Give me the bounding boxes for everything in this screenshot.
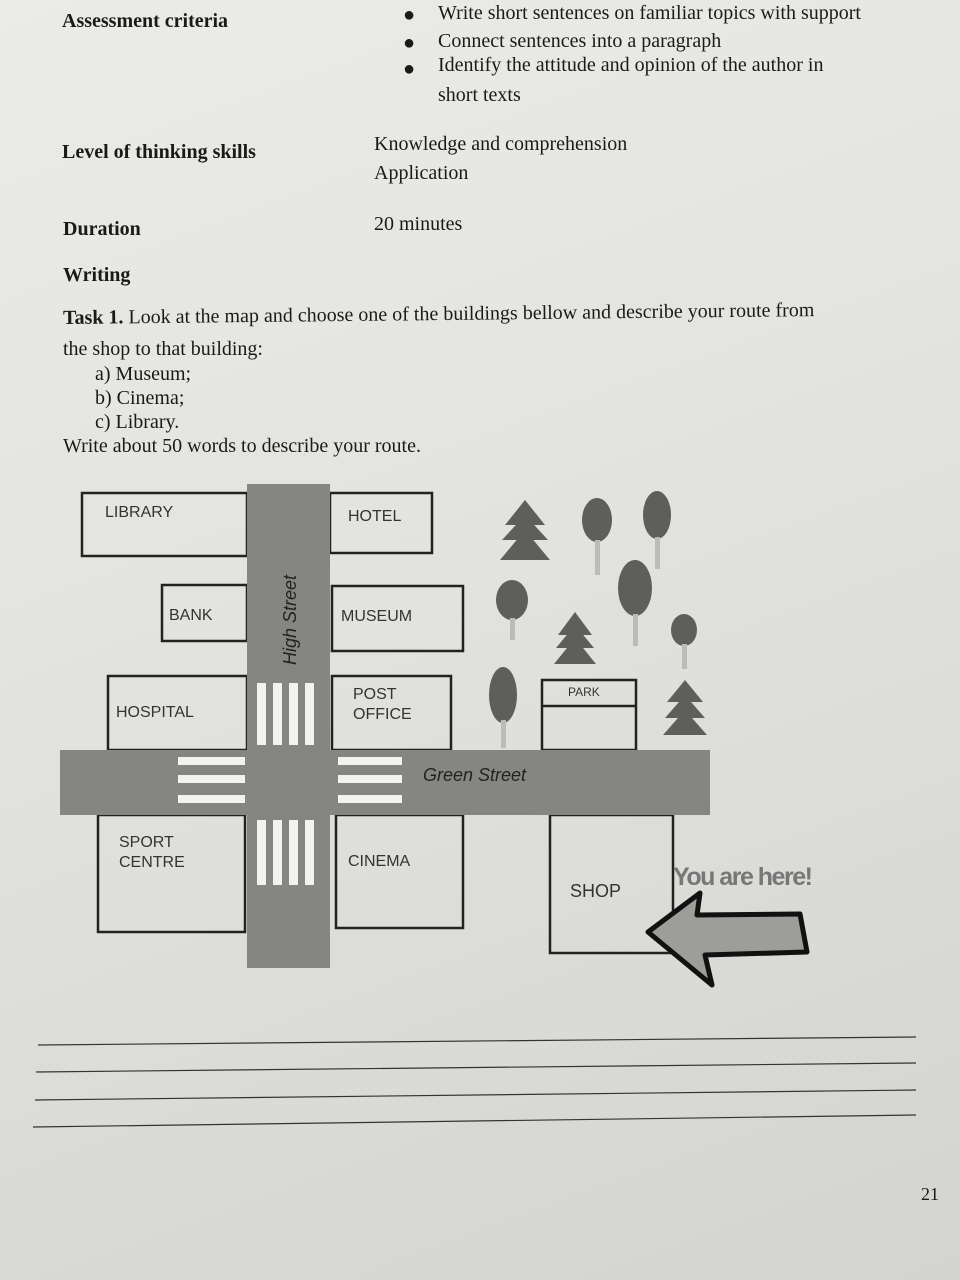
label-cinema: CINEMA xyxy=(348,853,411,870)
assessment-label: Assessment criteria xyxy=(62,10,229,32)
task-body-2: the shop to that building: xyxy=(63,338,263,360)
option: c) Library. xyxy=(95,411,180,433)
criteria-item: Write short sentences on familiar topics… xyxy=(438,2,861,24)
option: b) Cinema; xyxy=(95,387,185,409)
label-library: LIBRARY xyxy=(105,504,174,521)
bullet: ● xyxy=(403,58,416,80)
pine-tree-icon xyxy=(667,680,703,702)
tree-icon xyxy=(496,580,528,620)
tree-icon xyxy=(489,667,517,723)
instruction: Write about 50 words to describe your ro… xyxy=(63,435,421,457)
tree-icon xyxy=(643,491,671,539)
pine-tree-icon xyxy=(505,500,545,525)
label-centre: CENTRE xyxy=(119,854,185,871)
thinking-label: Level of thinking skills xyxy=(62,141,256,163)
arrow-icon xyxy=(645,890,810,988)
label-shop: SHOP xyxy=(570,881,621,901)
label-sport: SPORT xyxy=(119,834,174,851)
bullet: ● xyxy=(403,4,416,26)
duration-value: 20 minutes xyxy=(374,213,463,235)
criteria-item: Identify the attitude and opinion of the… xyxy=(438,54,824,76)
label-green-street: Green Street xyxy=(423,765,527,785)
page-number: 21 xyxy=(921,1184,939,1204)
park-trees xyxy=(489,491,707,748)
criteria-item: Connect sentences into a paragraph xyxy=(438,30,722,52)
thinking-value: Application xyxy=(374,162,469,184)
label-park: PARK xyxy=(568,685,600,699)
label-post: POST xyxy=(353,686,397,703)
label-high-street: High Street xyxy=(280,574,300,665)
option: a) Museum; xyxy=(95,363,192,385)
label-office: OFFICE xyxy=(353,706,412,723)
building-museum xyxy=(330,584,465,653)
label-hospital: HOSPITAL xyxy=(116,704,194,721)
label-hotel: HOTEL xyxy=(348,508,401,525)
tree-icon xyxy=(618,560,652,616)
you-are-here-label: You are here! xyxy=(673,863,811,891)
tree-icon xyxy=(582,498,612,542)
label-museum: MUSEUM xyxy=(341,608,412,625)
criteria-item: short texts xyxy=(438,84,521,106)
bullet: ● xyxy=(403,32,416,54)
section-heading: Writing xyxy=(63,264,131,286)
pine-tree-icon xyxy=(558,612,592,635)
thinking-value: Knowledge and comprehension xyxy=(374,133,628,155)
crosswalks xyxy=(178,683,402,885)
tree-icon xyxy=(671,614,697,646)
duration-label: Duration xyxy=(63,218,141,240)
label-bank: BANK xyxy=(169,607,213,624)
